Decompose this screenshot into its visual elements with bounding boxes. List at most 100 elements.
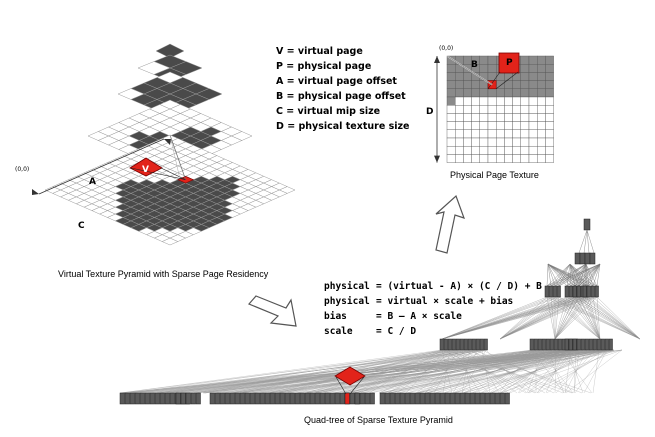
quadtree-edge <box>547 263 572 287</box>
quadtree-node <box>229 392 235 405</box>
physical-texture-cell <box>528 154 538 163</box>
legend-line: V = virtual page <box>276 46 363 57</box>
quadtree-node <box>537 338 542 351</box>
quadtree-node <box>580 338 585 351</box>
quadtree-edge <box>186 349 608 394</box>
physical-texture-cell <box>520 88 530 98</box>
quadtree-node <box>594 285 599 298</box>
physical-texture-cell <box>487 96 497 106</box>
quadtree-edge <box>350 349 475 394</box>
physical-texture-cell <box>455 80 464 89</box>
physical-texture-cell <box>463 137 472 147</box>
quadtree-node <box>604 338 609 351</box>
physical-texture-cell <box>496 129 505 139</box>
physical-texture-cell <box>528 63 538 73</box>
quadtree-node <box>556 285 561 298</box>
quadtree-edge <box>570 296 601 340</box>
virtual-page-v-label: V <box>142 165 149 175</box>
quadtree-node <box>600 338 605 351</box>
quadtree-node <box>483 338 488 351</box>
physical-texture-cell <box>487 104 497 114</box>
physical-texture-cell <box>446 121 456 130</box>
quadtree-node <box>269 392 275 405</box>
physical-page-callout <box>498 52 520 74</box>
physical-texture-cell <box>496 104 505 114</box>
quadtree-node <box>449 392 455 405</box>
quadtree-node <box>190 392 196 405</box>
quadtree-edge <box>578 296 641 340</box>
quadtree-edge <box>424 349 467 394</box>
physical-texture-cell <box>479 63 489 73</box>
quadtree-node <box>564 285 569 298</box>
quadtree-edge <box>554 296 590 340</box>
quadtree-node <box>185 392 191 405</box>
quadtree-node <box>582 285 587 298</box>
physical-texture-cell <box>537 137 546 147</box>
physical-texture-cell <box>537 63 546 73</box>
quadtree-edge <box>546 263 571 287</box>
physical-texture-cell <box>446 129 456 139</box>
quadtree-edge <box>441 296 590 340</box>
physical-texture-cell <box>512 121 521 130</box>
quadtree-node <box>209 392 215 405</box>
physical-texture-cell <box>471 145 481 155</box>
quadtree-edge <box>554 296 594 340</box>
quadtree-node <box>234 392 240 405</box>
mip-size-c-arrowhead <box>32 189 39 195</box>
physical-texture-cell <box>455 145 464 155</box>
quadtree-edge <box>554 296 560 340</box>
physical-texture-cell <box>496 88 505 98</box>
physical-texture-cell <box>537 154 546 163</box>
quadtree-edge <box>509 349 600 394</box>
physical-texture-cell <box>471 121 481 130</box>
quadtree-node <box>329 392 335 405</box>
quadtree-node <box>399 392 405 405</box>
quadtree-node <box>384 392 390 405</box>
quadtree-edge <box>119 349 443 394</box>
quadtree-node <box>169 392 175 405</box>
callout-pointer-line <box>349 376 365 395</box>
physical-texture-cell <box>471 154 481 163</box>
quadtree-node <box>541 338 546 351</box>
physical-texture-cell <box>512 154 521 163</box>
quadtree-edge <box>546 296 556 340</box>
offset-a-line <box>169 134 180 178</box>
quadtree-edge <box>574 349 607 394</box>
quadtree-edge <box>380 349 604 394</box>
quadtree-edge <box>550 263 571 287</box>
physical-texture-cell <box>545 55 554 65</box>
quadtree-node <box>568 285 573 298</box>
formula-rhs: = (virtual - A) × (C / D) + B <box>376 281 542 292</box>
physical-texture-cell <box>520 104 530 114</box>
quadtree-edge <box>462 349 568 394</box>
quadtree-edge <box>168 349 623 394</box>
physical-page-p-label: P <box>506 58 513 68</box>
quadtree-node <box>419 392 425 405</box>
legend-line: P = physical page <box>276 61 371 72</box>
virtual-texture-pyramid <box>32 43 296 246</box>
quadtree-edge <box>588 296 601 340</box>
quadtree-edge <box>596 296 641 340</box>
quadtree-node <box>592 338 597 351</box>
physical-texture-cell <box>537 145 546 155</box>
quadtree-node <box>471 338 476 351</box>
physical-texture-cell <box>463 154 472 163</box>
quadtree-node <box>279 392 285 405</box>
quadtree-node <box>369 392 375 405</box>
physical-texture-cell <box>487 63 497 73</box>
physical-texture-cell <box>446 145 456 155</box>
mip-size-c-label: C <box>78 221 85 231</box>
physical-texture-cell <box>537 88 546 98</box>
quadtree-edge <box>586 296 641 340</box>
quadtree-selected-callout <box>334 366 366 386</box>
quadtree-edge <box>585 263 588 287</box>
physical-texture-cell <box>463 121 472 130</box>
quadtree-node <box>467 338 472 351</box>
physical-texture-cell <box>479 113 489 122</box>
physical-texture-cell <box>512 137 521 147</box>
physical-texture-cell <box>446 63 456 73</box>
quadtree-edge <box>582 263 587 287</box>
quadtree-edge <box>441 349 536 394</box>
quadtree-edge <box>574 296 601 340</box>
quadtree-node <box>484 392 490 405</box>
